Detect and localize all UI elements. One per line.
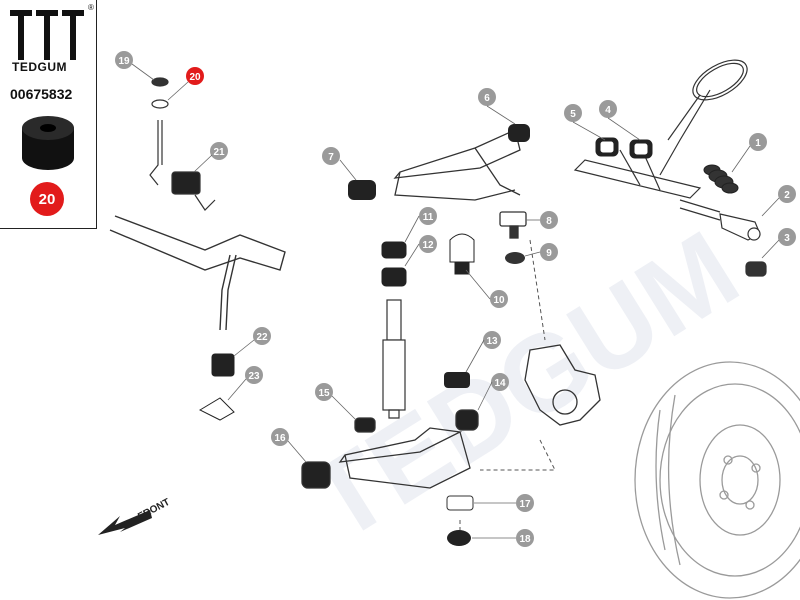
callout-21[interactable]: 21 — [210, 142, 228, 160]
callout-1[interactable]: 1 — [749, 133, 767, 151]
callout-18[interactable]: 18 — [516, 529, 534, 547]
front-label: FRONT — [136, 497, 172, 523]
svg-text:8: 8 — [546, 216, 552, 227]
brand-name: TEDGUM — [12, 60, 67, 74]
callout-8[interactable]: 8 — [540, 211, 558, 229]
svg-text:12: 12 — [422, 240, 434, 251]
brand-panel: ® TEDGUM 00675832 20 — [0, 0, 97, 229]
svg-text:23: 23 — [248, 371, 260, 382]
callout-10[interactable]: 10 — [490, 290, 508, 308]
callout-22[interactable]: 22 — [253, 327, 271, 345]
svg-text:4: 4 — [605, 105, 611, 116]
svg-text:11: 11 — [423, 212, 434, 223]
bushing-6 — [508, 124, 530, 142]
svg-text:14: 14 — [494, 378, 506, 389]
callout-6[interactable]: 6 — [478, 88, 496, 106]
stabilizer-link-19-21 — [149, 77, 216, 211]
svg-text:13: 13 — [486, 336, 498, 347]
steering-boot — [703, 164, 739, 194]
svg-text:2: 2 — [784, 190, 790, 201]
guide-lines — [459, 239, 556, 530]
callout-20[interactable]: 20 — [186, 67, 204, 85]
callout-9[interactable]: 9 — [540, 243, 558, 261]
highlight-badge: 20 — [30, 182, 64, 216]
registered-mark: ® — [88, 3, 94, 12]
svg-text:21: 21 — [213, 147, 225, 158]
callout-2[interactable]: 2 — [778, 185, 796, 203]
svg-text:1: 1 — [755, 138, 761, 149]
boot-18 — [447, 530, 471, 546]
wheel — [634, 361, 800, 599]
svg-text:15: 15 — [318, 388, 330, 399]
svg-text:18: 18 — [519, 534, 531, 545]
callout-16[interactable]: 16 — [271, 428, 289, 446]
callout-19[interactable]: 19 — [115, 51, 133, 69]
ball-joint-13 — [444, 372, 470, 388]
upper-control-arm — [393, 129, 527, 239]
ball-joint-17 — [446, 495, 474, 511]
callout-13[interactable]: 13 — [483, 331, 501, 349]
callout-5[interactable]: 5 — [564, 104, 582, 122]
bump-stop-10 — [449, 233, 475, 275]
tedgum-logo-icon — [10, 10, 84, 60]
svg-text:20: 20 — [189, 72, 201, 83]
svg-text:10: 10 — [493, 295, 505, 306]
callout-12[interactable]: 12 — [419, 235, 437, 253]
callout-7[interactable]: 7 — [322, 147, 340, 165]
steering-knuckle — [524, 344, 601, 426]
shock-absorber — [382, 299, 406, 419]
boot-9 — [505, 252, 525, 264]
callout-3[interactable]: 3 — [778, 228, 796, 246]
svg-text:5: 5 — [570, 109, 576, 120]
steering-assembly — [573, 59, 748, 221]
callout-17[interactable]: 17 — [516, 494, 534, 512]
stabilizer-link-22-23 — [198, 353, 235, 421]
callout-14[interactable]: 14 — [491, 373, 509, 391]
stabilizer-bar — [109, 215, 286, 331]
svg-text:17: 17 — [519, 499, 531, 510]
svg-text:16: 16 — [274, 433, 286, 444]
bushings-4-5 — [595, 137, 653, 159]
bushing-7 — [348, 180, 376, 200]
svg-text:7: 7 — [328, 152, 334, 163]
callout-4[interactable]: 4 — [599, 100, 617, 118]
bushings-11-12 — [381, 241, 407, 287]
callout-15[interactable]: 15 — [315, 383, 333, 401]
svg-text:9: 9 — [546, 248, 552, 259]
svg-text:3: 3 — [784, 233, 790, 244]
svg-text:6: 6 — [484, 93, 490, 104]
bushing-product-image — [22, 116, 74, 170]
svg-text:22: 22 — [256, 332, 268, 343]
callout-11[interactable]: 11 — [419, 207, 437, 225]
leader-lines — [131, 63, 780, 539]
front-arrow: FRONT — [98, 497, 172, 535]
callout-23[interactable]: 23 — [245, 366, 263, 384]
part-number: 00675832 — [10, 86, 73, 102]
tie-rod-end — [719, 213, 767, 277]
lower-control-arm — [301, 409, 479, 489]
svg-text:19: 19 — [118, 56, 130, 67]
